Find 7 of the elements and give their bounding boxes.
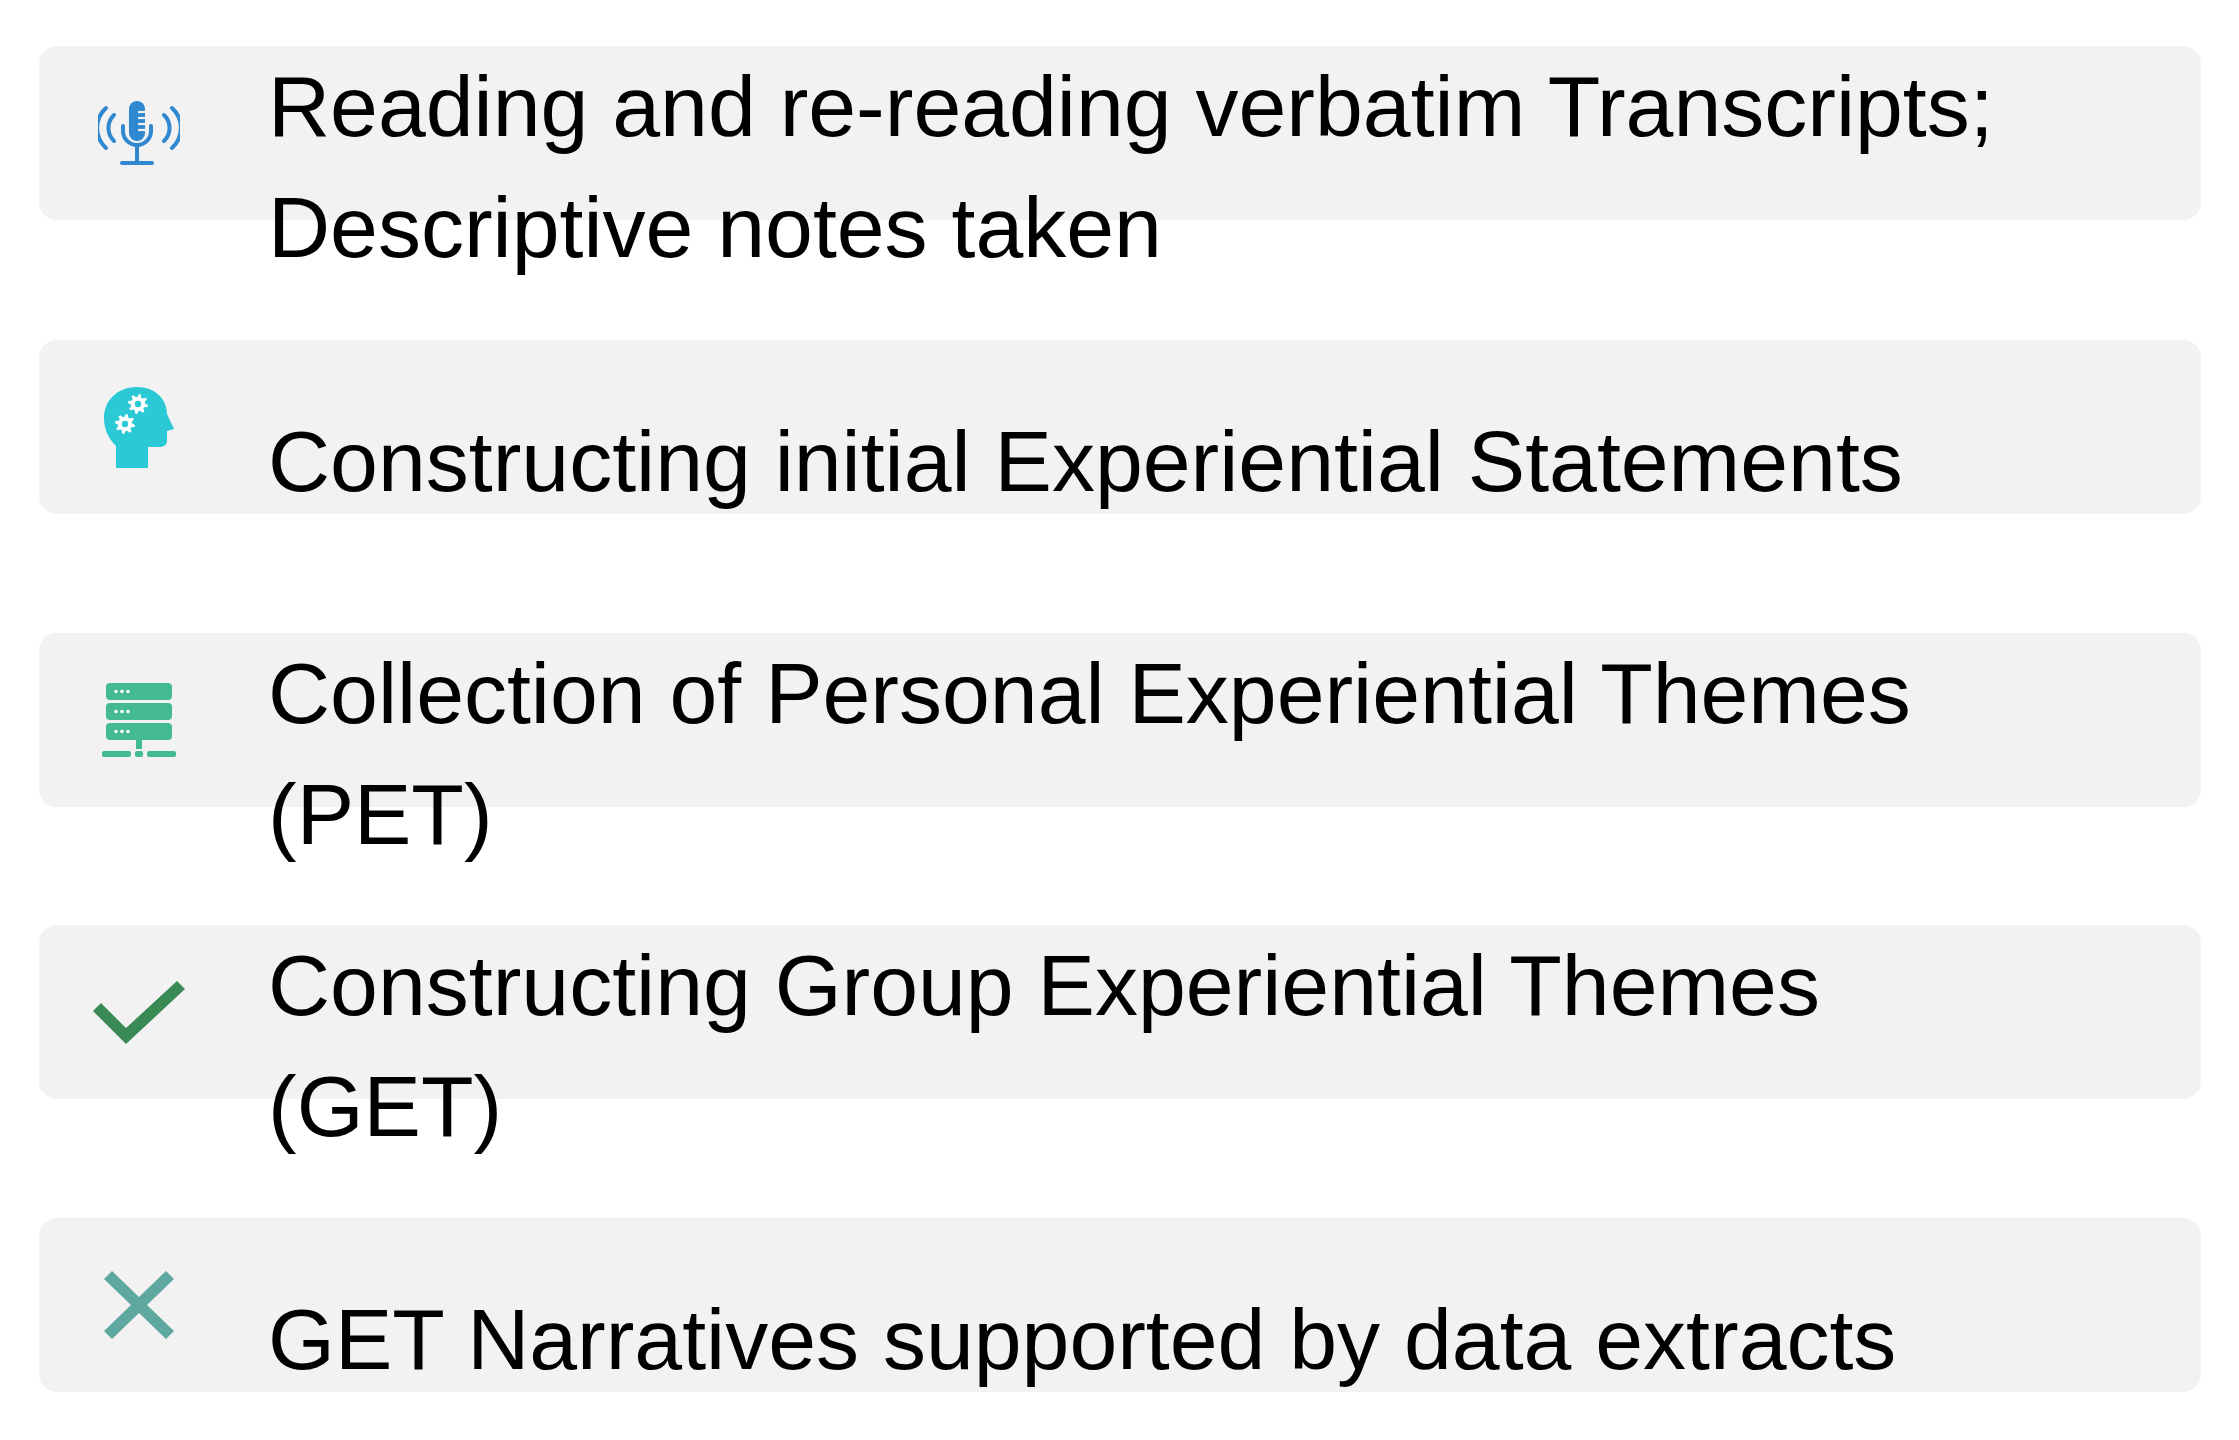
step-text: GET Narratives supported by data extracts — [268, 1289, 1898, 1389]
step-text: Constructing Group Experiential Themes (GET) — [268, 936, 1821, 1156]
step-text: Collection of Personal Experiential Themes (PET) — [268, 644, 1912, 864]
step-text: Constructing initial Experiential Statements — [268, 411, 1904, 511]
step-band — [39, 1218, 2201, 1392]
step-text: Reading and re-reading verbatim Transcripts; Descriptive notes taken — [268, 57, 1995, 277]
step-band — [39, 340, 2201, 514]
